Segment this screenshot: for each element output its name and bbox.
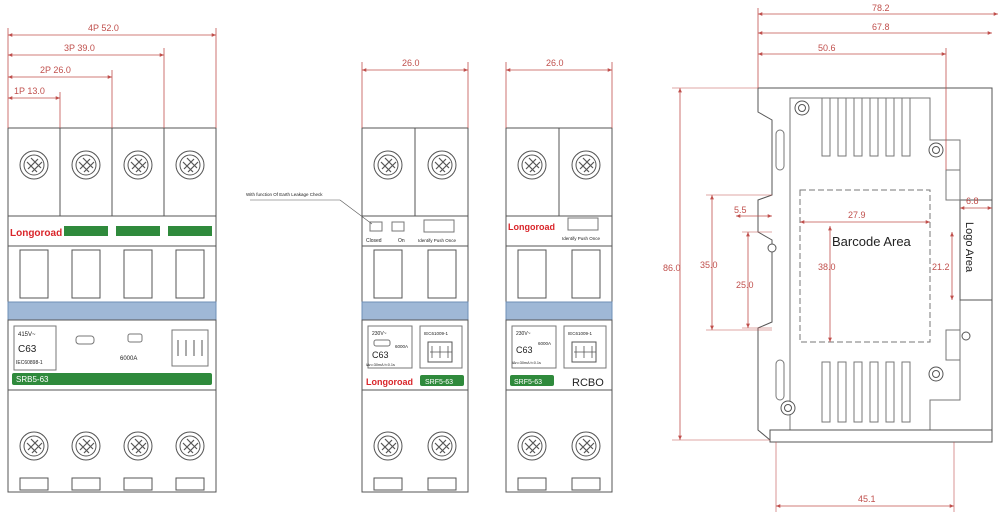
screw-terminal-icon xyxy=(373,150,403,180)
rcbo-type: RCBO xyxy=(572,377,604,389)
dim-6-8: 6.8 xyxy=(966,196,979,206)
mcb-breaking: 6000A xyxy=(120,356,137,362)
rcbo-model: SRF5-63 xyxy=(514,379,542,386)
rcbo-front-view: Longoroad Identify Push Once 230V~ C63 6… xyxy=(505,127,613,493)
screw-terminal-icon xyxy=(517,150,547,180)
rcbo-breaking: 6000A xyxy=(538,341,551,346)
screw-terminal-icon xyxy=(123,431,153,461)
screw-terminal-icon xyxy=(427,150,457,180)
rcbo-voltage: 230V~ xyxy=(516,331,531,337)
screw-terminal-icon xyxy=(71,150,101,180)
screw-terminal-icon xyxy=(71,431,101,461)
mounting-hole-icon xyxy=(780,400,796,416)
mounting-hole-icon xyxy=(961,331,971,341)
mounting-hole-icon xyxy=(928,142,944,158)
rcd-rating: C63 xyxy=(372,350,389,360)
dim-21-2: 21.2 xyxy=(932,262,950,272)
screw-terminal-icon xyxy=(373,431,403,461)
dim-5-5: 5.5 xyxy=(734,205,747,215)
dim-25: 25.0 xyxy=(736,280,754,290)
test-button-icon xyxy=(423,219,455,233)
rcd-label-on: On xyxy=(398,238,405,244)
rcd-width-dimension: 26.0 xyxy=(361,58,469,128)
rcd-standard: IEC61009-1 xyxy=(424,331,449,336)
dim-4p: 4P 52.0 xyxy=(88,23,119,33)
dim-27-9: 27.9 xyxy=(848,210,866,220)
dim-rcd-width: 26.0 xyxy=(402,58,420,68)
mcb-voltage: 415V~ xyxy=(18,332,36,338)
screw-terminal-icon xyxy=(175,431,205,461)
rcd-voltage: 230V~ xyxy=(372,331,387,337)
rcd-label-closed: Closed xyxy=(366,238,382,244)
dim-78: 78.2 xyxy=(872,3,890,13)
side-view-dimensions: 78.2 67.8 50.6 86.0 35.0 25.0 5.5 27.9 3… xyxy=(663,3,998,512)
mcb-rating: C63 xyxy=(18,344,37,355)
screw-terminal-icon xyxy=(123,150,153,180)
barcode-area-label: Barcode Area xyxy=(832,234,912,249)
rcd-model: SRF5-63 xyxy=(425,379,453,386)
screw-terminal-icon xyxy=(571,150,601,180)
mounting-hole-icon xyxy=(767,243,777,253)
rcbo-rating: C63 xyxy=(516,345,533,355)
screw-terminal-icon xyxy=(517,431,547,461)
rcd-spec: I∆n=30mA t<0.1s xyxy=(366,363,395,367)
dim-rcbo-width: 26.0 xyxy=(546,58,564,68)
dim-50: 50.6 xyxy=(818,43,836,53)
rcbo-label-push: Identify Push Once xyxy=(562,236,601,241)
mcb-brand: Longoroad xyxy=(10,228,62,239)
mounting-hole-icon xyxy=(794,100,810,116)
dim-38: 38.0 xyxy=(818,262,836,272)
dim-1p: 1P 13.0 xyxy=(14,86,45,96)
screw-terminal-icon xyxy=(571,431,601,461)
rcd-breaking: 6000A xyxy=(395,344,408,349)
screw-terminal-icon xyxy=(19,431,49,461)
test-button-icon xyxy=(567,217,599,231)
dim-2p: 2P 26.0 xyxy=(40,65,71,75)
rcd-callout-note: With function Of Earth Leakage Check xyxy=(246,192,323,197)
screw-terminal-icon xyxy=(175,150,205,180)
screw-terminal-icon xyxy=(427,431,457,461)
rcbo-width-dimension: 26.0 xyxy=(505,58,613,128)
screw-terminal-icon xyxy=(19,150,49,180)
mcb-width-dimensions: 4P 52.0 3P 39.0 2P 26.0 1P 13.0 xyxy=(7,23,217,128)
dim-35: 35.0 xyxy=(700,260,718,270)
dim-67: 67.8 xyxy=(872,22,890,32)
dim-45-1: 45.1 xyxy=(858,494,876,504)
rcbo-brand: Longoroad xyxy=(508,222,555,232)
mcb-model: SRB5-63 xyxy=(16,375,49,384)
rcbo-standard: IEC61009-1 xyxy=(568,331,593,336)
rcd-front-view: Closed On Identify Push Once 230V~ C63 6… xyxy=(361,127,469,493)
mcb-4p-front-view: Longoroad 415V~ C63 IEC60898-1 6000A SRB… xyxy=(7,127,217,493)
rcd-brand: Longoroad xyxy=(366,377,413,387)
dim-3p: 3P 39.0 xyxy=(64,43,95,53)
dim-86: 86.0 xyxy=(663,263,681,273)
mcb-standard: IEC60898-1 xyxy=(16,360,43,366)
rcbo-spec: I∆n=30mA t<0.1s xyxy=(512,361,541,365)
rcd-label-push: Identify Push Once xyxy=(418,238,457,243)
mounting-hole-icon xyxy=(928,366,944,382)
rcd-callout: With function Of Earth Leakage Check xyxy=(246,192,373,225)
logo-area-label: Logo Area xyxy=(963,222,975,273)
side-view: Barcode Area Logo Area xyxy=(757,87,993,443)
